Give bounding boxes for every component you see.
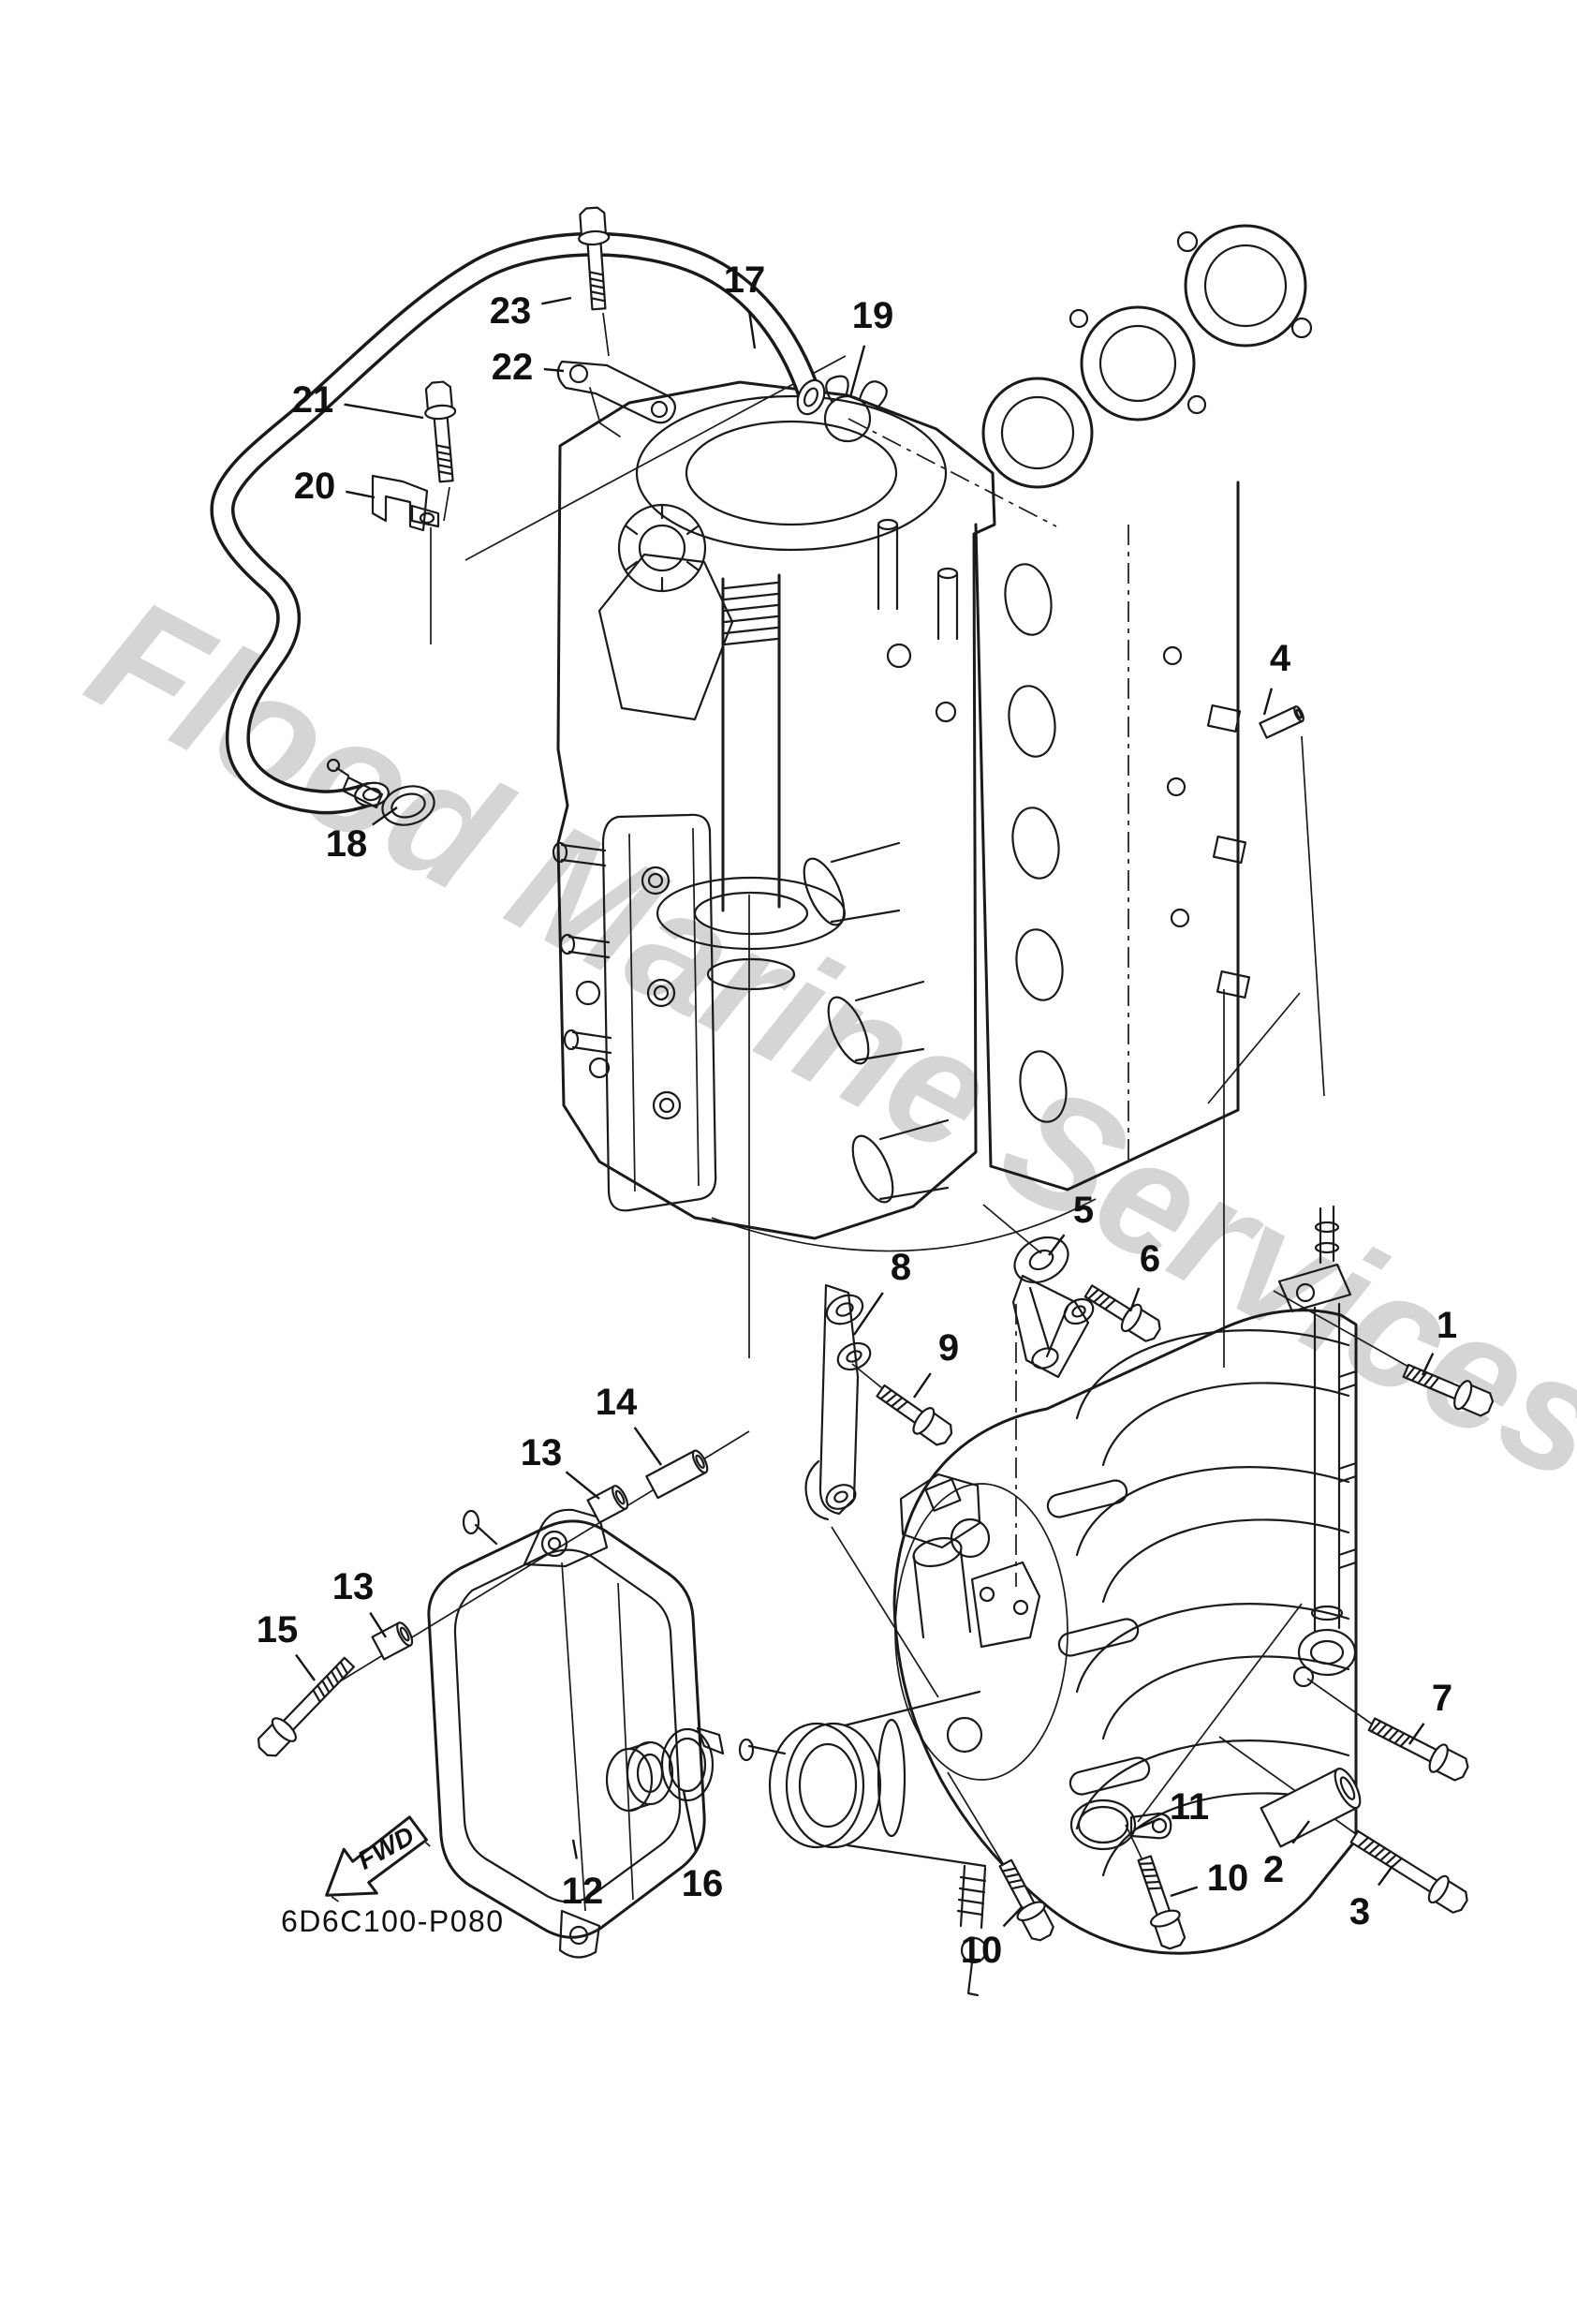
bolt — [257, 1656, 355, 1757]
bolt — [578, 206, 611, 311]
starter-gear-teeth — [625, 503, 700, 593]
bolt — [1367, 1717, 1469, 1782]
callout-leader-21 — [344, 403, 424, 420]
hose-clamp-spring — [823, 375, 888, 443]
callout-leader-14 — [633, 1427, 662, 1466]
callout-label-2: 2 — [1263, 1849, 1284, 1890]
callout-label-18: 18 — [326, 823, 368, 865]
callout-label-10: 10 — [961, 1930, 1003, 1971]
callout-label-19: 19 — [852, 295, 894, 336]
crank-threads — [723, 581, 779, 646]
callout-label-16: 16 — [682, 1863, 724, 1904]
callout-leader-20 — [346, 490, 376, 499]
callout-leader-16 — [682, 1790, 698, 1852]
callout-leader-3 — [1378, 1865, 1393, 1887]
callout-label-10: 10 — [1207, 1858, 1249, 1899]
callout-leader-5 — [1048, 1234, 1066, 1256]
fuel-rail — [1277, 1205, 1358, 1677]
callout-label-6: 6 — [1140, 1238, 1160, 1280]
callout-leader-1 — [1421, 1353, 1435, 1376]
hose-holder-bracket — [556, 360, 677, 437]
callout-leader-13 — [369, 1612, 388, 1638]
callout-label-3: 3 — [1349, 1891, 1370, 1932]
callout-label-21: 21 — [292, 379, 334, 421]
callout-label-9: 9 — [938, 1327, 959, 1369]
bolt — [424, 380, 457, 483]
callout-label-23: 23 — [490, 290, 532, 332]
callout-label-15: 15 — [257, 1609, 299, 1650]
callout-leader-12 — [571, 1839, 578, 1859]
callout-leader-10 — [1002, 1905, 1024, 1928]
callout-leader-4 — [1262, 688, 1274, 716]
callout-label-14: 14 — [596, 1382, 638, 1423]
bolt — [1083, 1284, 1161, 1342]
callout-label-12: 12 — [562, 1871, 604, 1912]
callout-leader-19 — [848, 345, 866, 398]
callout-label-22: 22 — [492, 347, 534, 388]
spacer-sleeve — [1259, 705, 1304, 739]
callout-label-8: 8 — [891, 1247, 911, 1288]
rail-clips — [1162, 645, 1251, 999]
intake-silencer-box — [427, 1508, 706, 1959]
sensor-clamp — [1069, 1799, 1172, 1851]
callout-leader-18 — [372, 807, 398, 826]
intake-manifold — [892, 1205, 1358, 1955]
spacer-sleeve — [586, 1485, 629, 1524]
bolt — [1137, 1855, 1186, 1950]
callout-label-13: 13 — [332, 1566, 375, 1607]
callout-leader-2 — [1291, 1820, 1310, 1844]
intake-spout — [605, 1740, 674, 1813]
callout-label-4: 4 — [1270, 638, 1291, 679]
callout-leader-15 — [295, 1653, 316, 1681]
link-bracket-8 — [804, 1283, 872, 1521]
clip-bracket — [371, 474, 440, 532]
callout-label-1: 1 — [1437, 1305, 1457, 1346]
callout-label-5: 5 — [1073, 1190, 1094, 1231]
callout-label-13: 13 — [521, 1432, 563, 1473]
hose-clamp-band — [326, 758, 435, 826]
mount-bracket-5 — [1011, 1236, 1095, 1379]
callout-leader-6 — [1128, 1287, 1141, 1312]
callout-label-7: 7 — [1432, 1678, 1452, 1719]
fwd-arrow: FWD — [325, 1815, 431, 1902]
bolt — [998, 1858, 1054, 1942]
callout-leader-13 — [565, 1471, 600, 1500]
fasteners — [257, 206, 1495, 1950]
grommet-ring — [660, 1726, 725, 1802]
manifold-runners — [1075, 1329, 1350, 1877]
callout-leader-17 — [747, 310, 757, 349]
bolt — [876, 1384, 953, 1446]
bolt — [1402, 1363, 1495, 1417]
callout-leader-9 — [913, 1372, 932, 1399]
callout-label-20: 20 — [294, 466, 336, 507]
spacer-sleeve — [1260, 1768, 1362, 1848]
port-ovals — [1004, 563, 1068, 1123]
callout-label-11: 11 — [1170, 1786, 1209, 1828]
throttle-body — [738, 1473, 1041, 1997]
projection-lines — [322, 312, 1418, 1871]
callout-leader-11 — [1136, 1817, 1161, 1830]
callout-leader-7 — [1408, 1723, 1425, 1745]
callout-leader-23 — [541, 296, 572, 305]
spacer-sleeve — [645, 1449, 709, 1500]
callouts: 1234567891010111213131415161718192021222… — [257, 259, 1457, 1971]
callout-leader-10 — [1170, 1886, 1199, 1898]
bolt — [1349, 1829, 1468, 1914]
diagram-code: 6D6C100-P080 — [281, 1904, 505, 1938]
cylinder-port-bank — [974, 224, 1313, 1192]
callout-leader-22 — [543, 367, 565, 373]
intake-funnels — [803, 841, 950, 1204]
callout-leader-8 — [853, 1292, 884, 1336]
manifold-slots — [1046, 1479, 1151, 1796]
engine-studs — [877, 518, 959, 641]
engine-block — [552, 380, 1097, 1252]
callout-label-17: 17 — [724, 259, 766, 301]
spark-plug-studs — [552, 841, 682, 1120]
